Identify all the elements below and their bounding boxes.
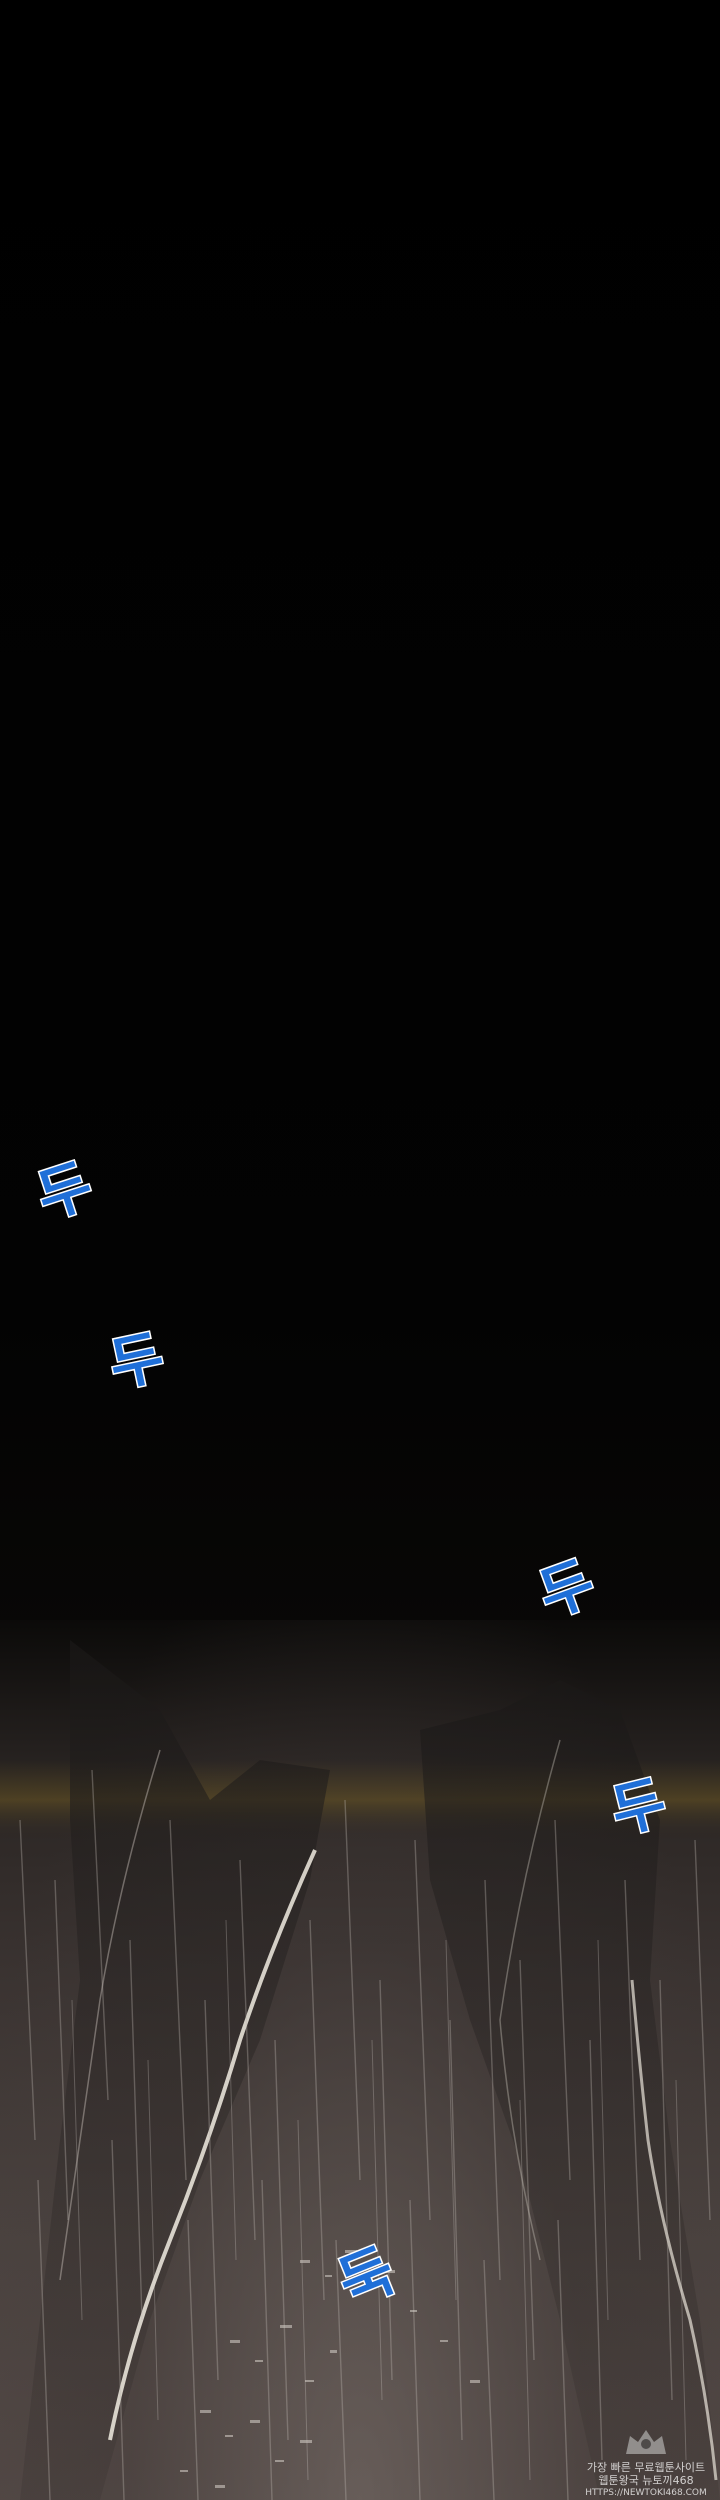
watermark-line: 가장 빠른 무료웹툰사이트 [586,2461,706,2474]
watermark-logo-icon [626,2430,666,2454]
watermark-line: HTTPS://NEWTOKI468.COM [585,2488,707,2498]
dark-background [0,0,720,1640]
rain-and-figures-illustration [0,1640,720,2500]
watermark: 가장 빠른 무료웹툰사이트 웹툰왕국 뉴토끼468 HTTPS://NEWTOK… [582,2426,710,2498]
rainy-scene [0,1620,720,2500]
watermark-line: 웹툰왕국 뉴토끼468 [598,2474,694,2487]
